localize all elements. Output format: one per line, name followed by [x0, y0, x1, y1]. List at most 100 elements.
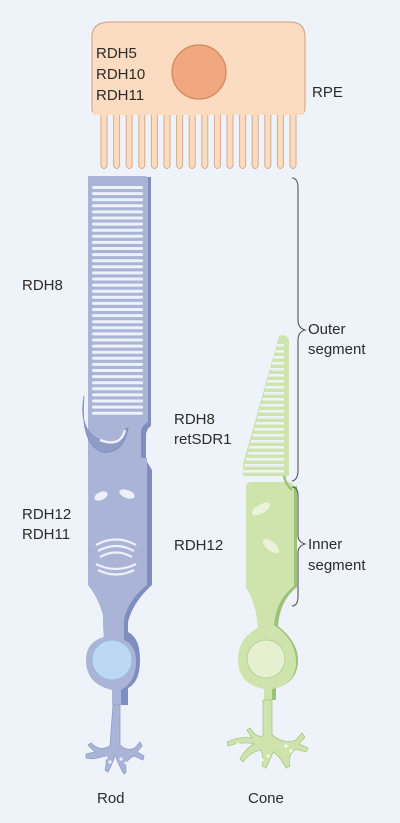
rod-cell	[82, 176, 152, 775]
rod-golgi	[95, 538, 137, 576]
rod-disc	[92, 210, 143, 214]
inner-segment-label: segment	[308, 557, 366, 574]
cone-mitochondrion	[262, 538, 280, 554]
rod-disc	[92, 222, 143, 226]
rpe-microvillus	[264, 113, 272, 169]
rod-disc	[92, 369, 143, 372]
cone-disc	[246, 458, 284, 461]
rpe-microvillus	[276, 113, 284, 169]
cone-nucleus	[246, 639, 286, 679]
rod-disc	[92, 295, 143, 299]
cone-disc	[275, 350, 284, 353]
cone-disc	[265, 386, 284, 389]
cone-mitochondrion	[252, 502, 270, 516]
rod-disc	[92, 277, 143, 281]
cone-cell	[226, 335, 309, 769]
rod-disc	[92, 265, 143, 269]
rod-disc	[92, 411, 143, 415]
cone-synaptic-terminal	[226, 699, 309, 769]
rpe-microvillus	[239, 113, 247, 169]
cone-label: Cone	[248, 790, 284, 807]
rpe-microvillus	[163, 113, 171, 169]
rod-inner-enzyme-label: RDH11	[22, 526, 71, 543]
rod-cilium-line	[99, 429, 127, 444]
cone-disc	[270, 368, 284, 371]
rod-disc	[92, 204, 143, 208]
rod-disc	[92, 216, 143, 220]
rod-disc	[92, 247, 143, 250]
cone-disc	[271, 362, 284, 365]
rod-disc	[92, 326, 143, 330]
rpe-enzyme-label: RDH10	[96, 66, 146, 83]
cone-disc	[255, 422, 284, 425]
rod-disc	[92, 393, 143, 397]
cone-inner-enzyme-label: RDH12	[174, 537, 224, 554]
rpe-microvillus	[113, 113, 121, 169]
rod-disc	[92, 186, 143, 189]
rod-nucleus	[91, 639, 133, 681]
rod-disc	[92, 271, 143, 275]
rpe-microvillus	[138, 113, 146, 169]
rod-inner-enzyme-label: RDH12	[22, 506, 72, 523]
rpe-microvillus	[226, 113, 234, 169]
cone-synaptic-vesicles	[236, 742, 293, 762]
cone-disc	[252, 434, 284, 437]
rpe-microvillus	[201, 113, 209, 169]
rod-disc	[92, 350, 143, 354]
cone-disc	[273, 356, 284, 359]
rpe-villi-base	[93, 104, 304, 115]
rod-disc	[92, 356, 143, 360]
cone-discs	[242, 344, 284, 473]
rod-disc	[92, 381, 143, 385]
rpe-enzyme-label: RDH11	[96, 87, 145, 104]
cone-outer-enzyme-label: RDH8	[174, 411, 215, 428]
cone-connecting-cilium	[282, 475, 293, 491]
outer-segment-label: Outer	[308, 321, 346, 338]
rpe-microvillus	[251, 113, 259, 169]
rpe-microvillus	[188, 113, 196, 169]
rod-disc	[92, 314, 143, 318]
cone-disc	[254, 428, 284, 431]
rod-disc	[92, 240, 143, 244]
rod-disc	[92, 362, 143, 366]
rpe-microvilli	[93, 104, 304, 169]
inner-segment-label: Inner	[308, 536, 343, 553]
cone-disc	[242, 470, 284, 473]
outer-segment-bracket	[291, 177, 307, 482]
rpe-microvillus	[100, 113, 108, 169]
rpe-label: RPE	[312, 84, 343, 101]
cone-outer-enzyme-label: retSDR1	[174, 431, 232, 448]
cone-disc	[276, 344, 284, 347]
rpe-microvillus	[125, 113, 133, 169]
rod-disc	[92, 289, 143, 293]
rod-disc	[92, 332, 143, 336]
rod-outer-enzyme-label: RDH8	[22, 277, 63, 294]
rod-disc	[92, 228, 143, 232]
cone-disc	[257, 416, 284, 419]
rod-discs	[92, 186, 143, 415]
cone-disc	[244, 464, 284, 467]
cone-disc	[250, 440, 284, 443]
rod-mitochondrion	[94, 491, 108, 501]
rod-disc	[92, 234, 143, 238]
rod-disc	[92, 301, 143, 305]
cone-disc	[247, 452, 284, 455]
rod-mitochondrion	[119, 489, 135, 499]
cone-disc	[249, 446, 284, 449]
cone-disc	[262, 398, 284, 401]
rod-disc	[92, 308, 143, 311]
rpe-nucleus	[171, 44, 227, 100]
inner-segment-bracket	[291, 486, 307, 607]
rod-disc	[92, 375, 143, 379]
rod-connecting-cilium	[82, 395, 129, 453]
cone-disc	[260, 404, 284, 407]
rpe-microvillus	[176, 113, 184, 169]
rod-disc	[92, 387, 143, 391]
rpe-microvillus	[289, 113, 297, 169]
rod-disc	[92, 253, 143, 257]
cone-disc	[267, 380, 284, 383]
rpe-enzyme-label: RDH5	[96, 45, 137, 62]
rpe-microvillus	[213, 113, 221, 169]
